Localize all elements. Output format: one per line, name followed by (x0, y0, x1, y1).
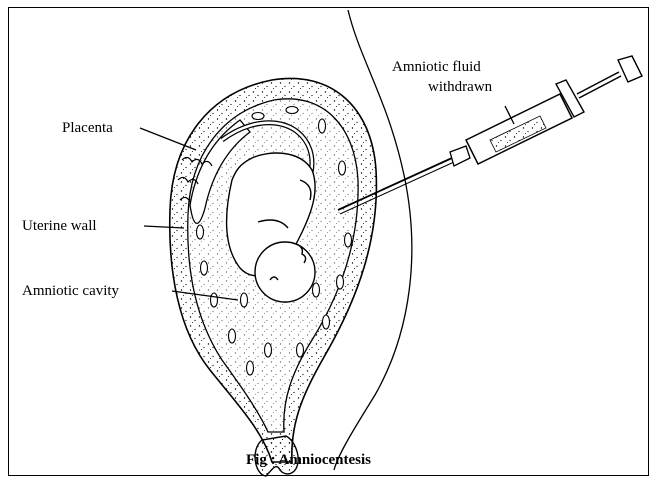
figure-caption: Fig : Amniocentesis (0, 452, 657, 469)
amniotic-fluid-label-line1: Amniotic fluid (392, 58, 481, 76)
figure-caption-text: Fig : Amniocentesis (246, 452, 371, 469)
uterine-wall-label: Uterine wall (22, 217, 97, 235)
placenta-label: Placenta (62, 119, 113, 137)
amniotic-fluid-label-line2: withdrawn (428, 78, 492, 96)
amniotic-cavity-label: Amniotic cavity (22, 282, 119, 300)
